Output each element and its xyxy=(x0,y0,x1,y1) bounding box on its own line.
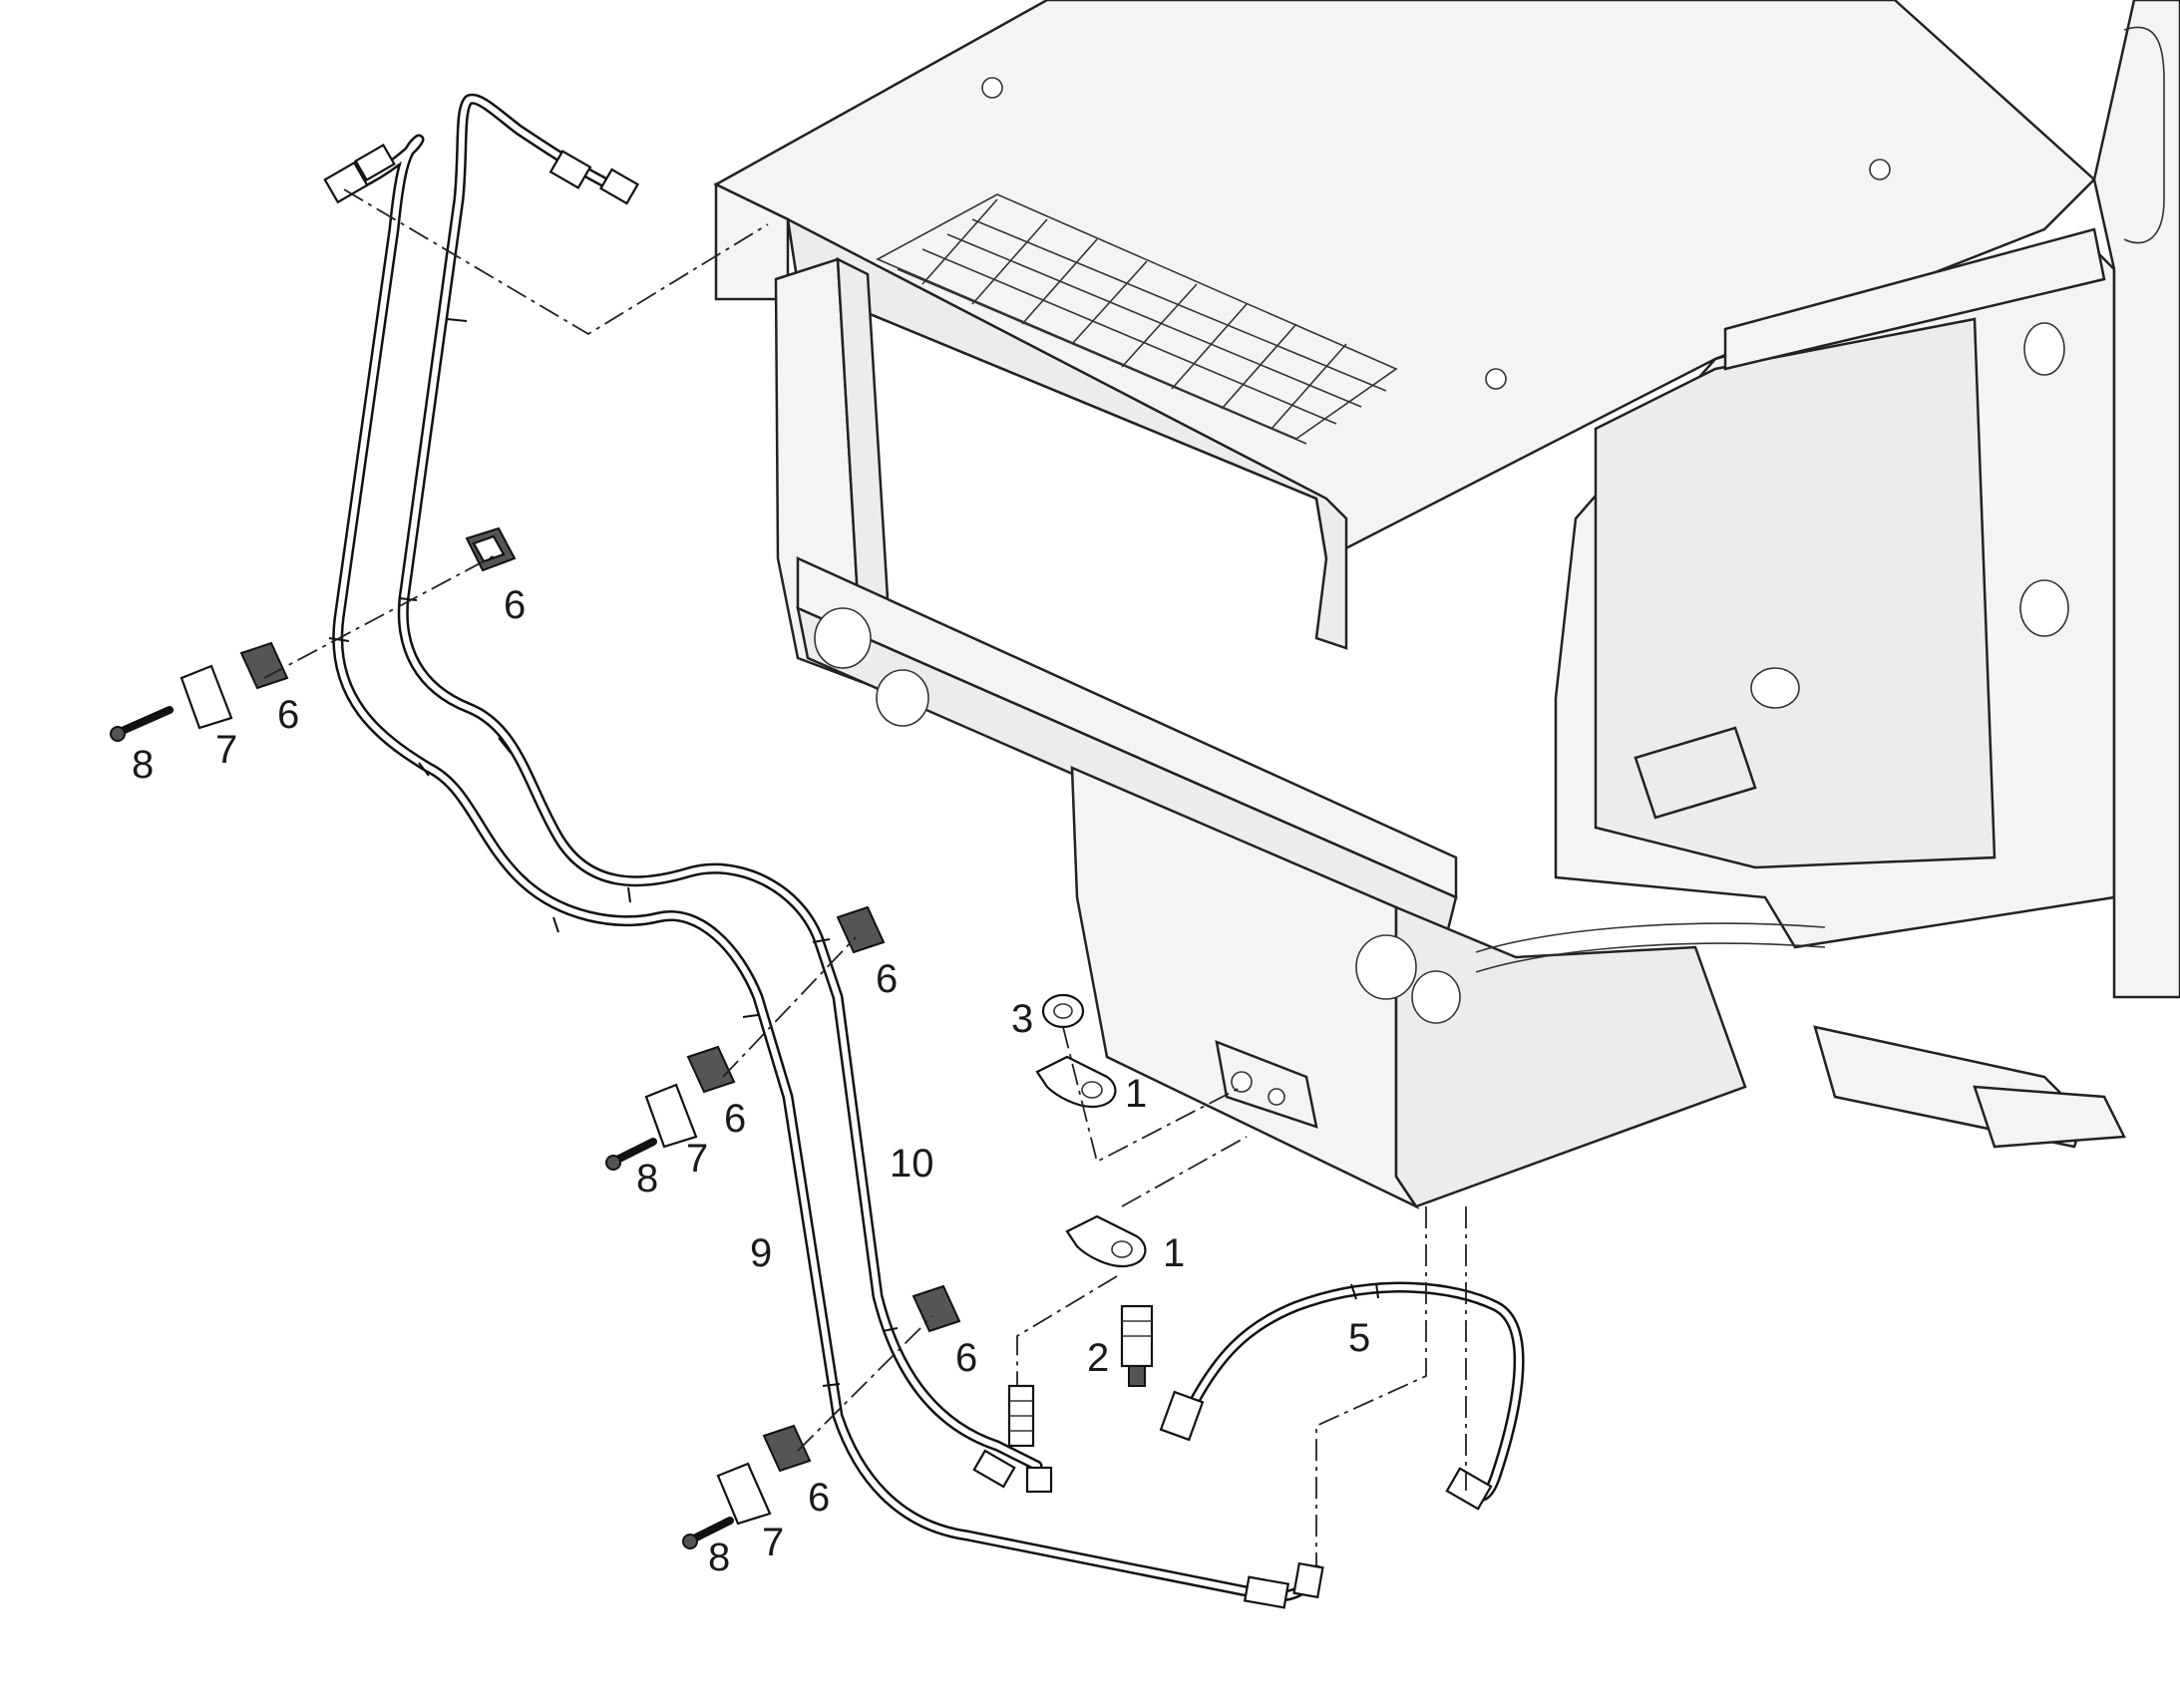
machine-frame xyxy=(713,0,2180,1210)
callout-8: 8 xyxy=(708,1536,730,1579)
callout-3: 3 xyxy=(1011,997,1033,1041)
callout-8: 8 xyxy=(132,743,154,787)
callout-6: 6 xyxy=(808,1476,830,1520)
callout-8: 8 xyxy=(636,1157,658,1200)
callout-7: 7 xyxy=(686,1137,708,1181)
callout-2: 2 xyxy=(1087,1336,1109,1380)
clamp-parts xyxy=(110,526,961,1549)
vent-grille xyxy=(876,193,1398,445)
callout-6: 6 xyxy=(876,957,898,1001)
callout-5: 5 xyxy=(1348,1316,1370,1360)
callout-6: 6 xyxy=(504,583,526,627)
callout-1: 1 xyxy=(1163,1231,1185,1275)
hose-5 xyxy=(1159,1281,1525,1511)
callout-6: 6 xyxy=(724,1097,746,1141)
callout-6: 6 xyxy=(277,693,299,737)
callout-1: 1 xyxy=(1125,1072,1147,1116)
fitting-parts xyxy=(1007,993,1154,1448)
callout-9: 9 xyxy=(750,1231,772,1275)
hose-10 xyxy=(397,93,1053,1494)
callout-labels: 6 6 7 8 6 6 7 8 10 9 3 1 1 2 5 6 6 7 8 xyxy=(132,583,1370,1579)
callout-7: 7 xyxy=(762,1521,784,1564)
callout-6: 6 xyxy=(955,1336,977,1380)
callout-10: 10 xyxy=(890,1142,934,1186)
leader-lines xyxy=(263,188,1467,1565)
hose-9 xyxy=(323,134,1324,1609)
callout-7: 7 xyxy=(215,728,237,772)
